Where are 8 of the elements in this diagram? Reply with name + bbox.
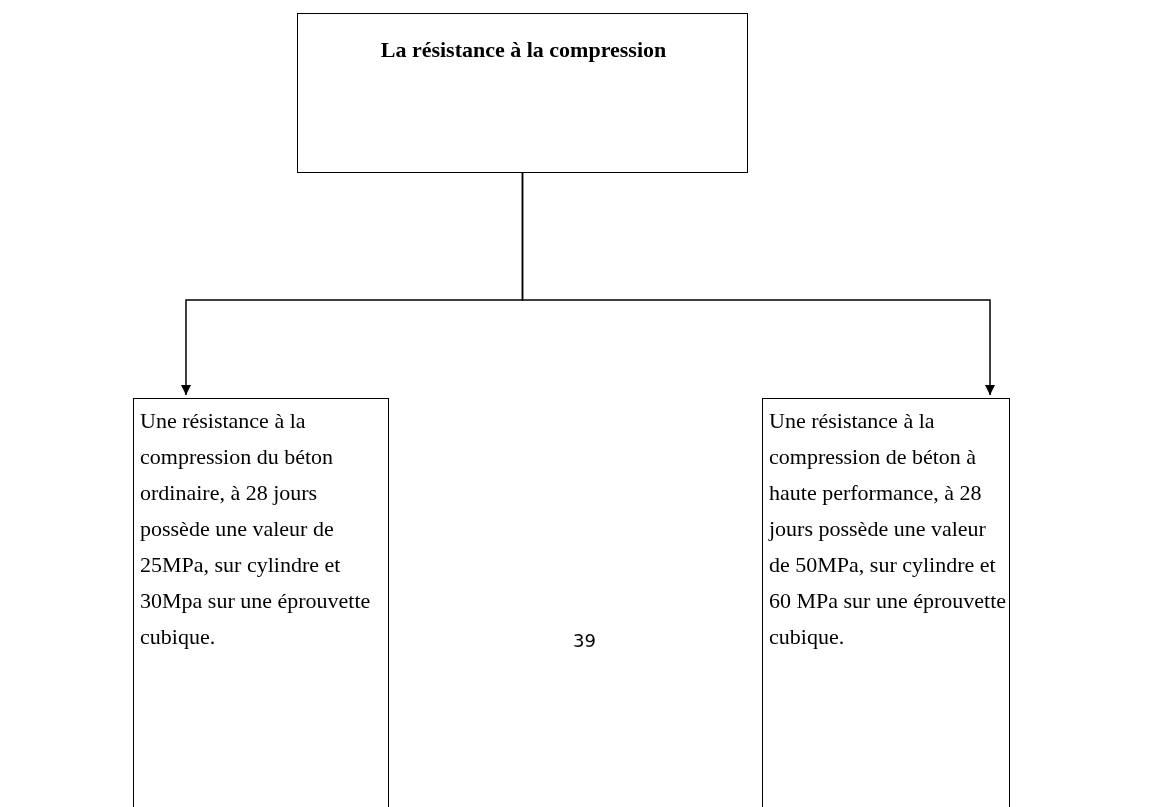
- box-title: La résistance à la compression: [379, 36, 668, 64]
- text-box: [762, 398, 1010, 807]
- box-text: Une résistance à la compression du béton ordinaire, à 28 jours possède une valeur de 25MPa, sur cylindre et 30Mpa sur une éprouvette cubique.: [140, 407, 372, 651]
- connector-arrow: [521, 172, 995, 396]
- box-text: Une résistance à la compression de béton à haute performance, à 28 jours possède une valeur de 50MPa, sur cylindre et 60 MPa sur une éprouvette cubique.: [769, 407, 1007, 651]
- text-box: [133, 398, 389, 807]
- text-box: [297, 13, 748, 173]
- page-number: 39: [573, 630, 596, 651]
